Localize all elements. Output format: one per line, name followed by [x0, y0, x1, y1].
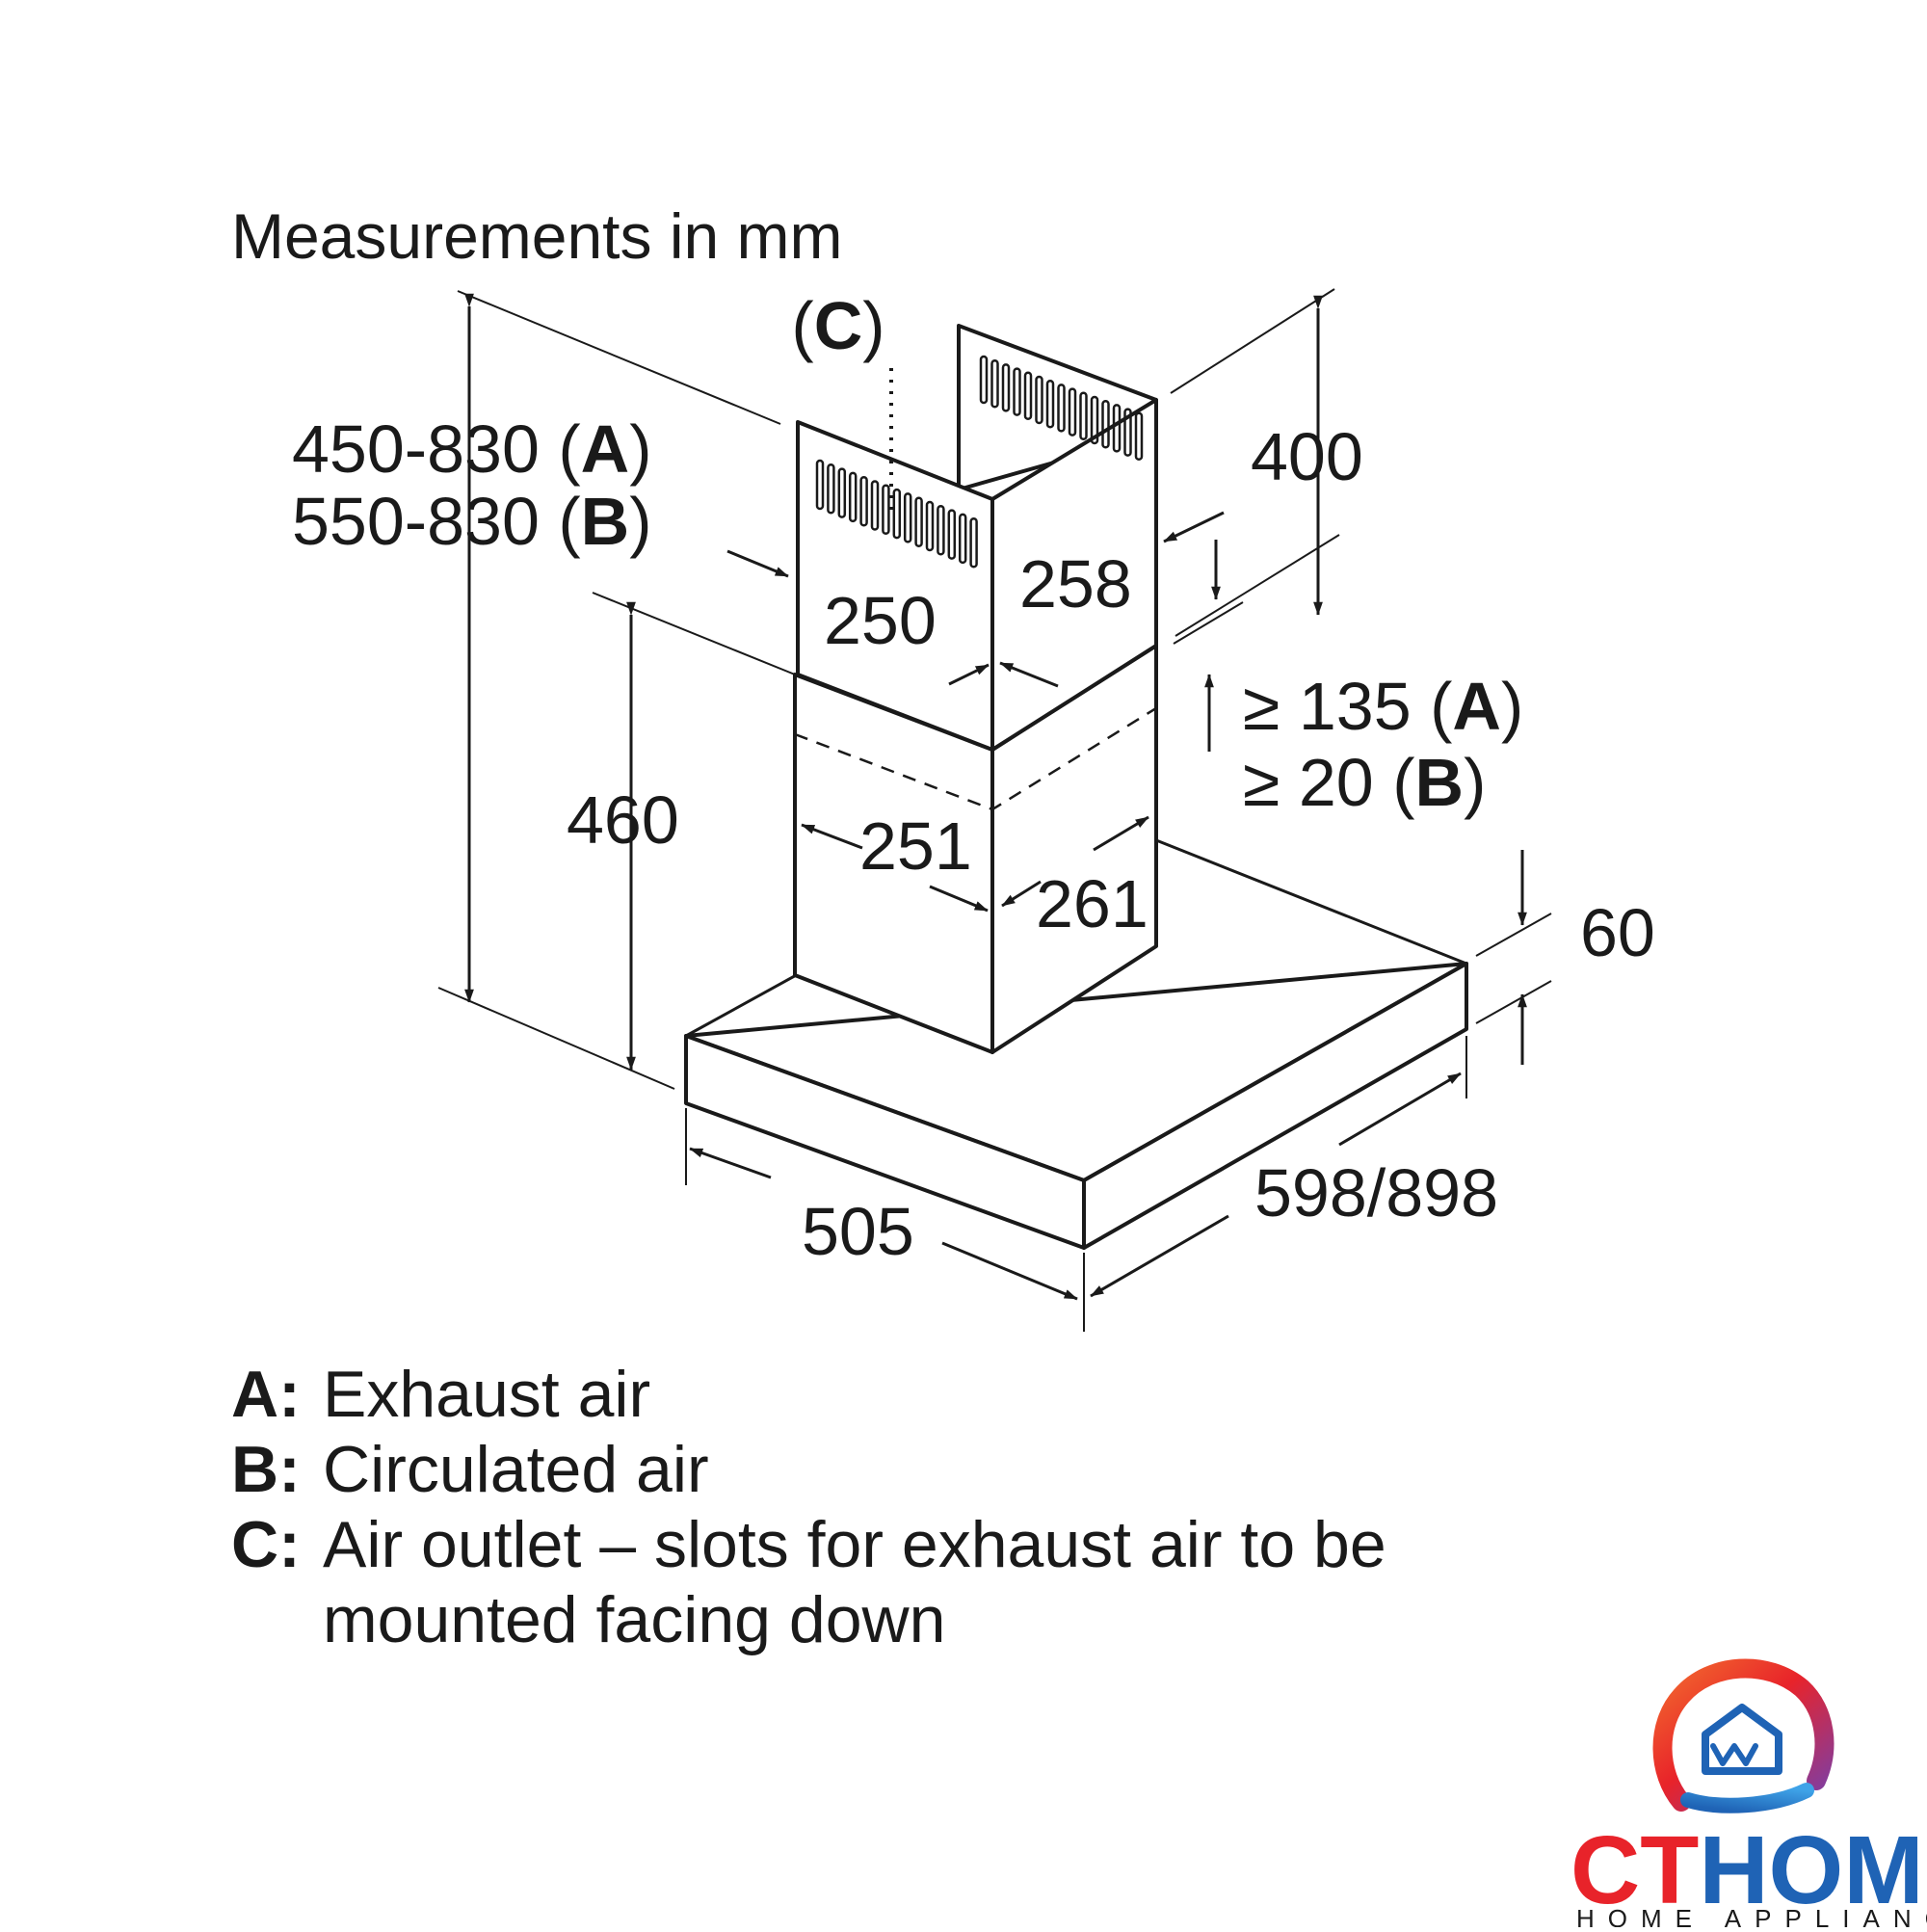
exhaust-slot: [947, 509, 957, 560]
measurements-title: Measurements in mm: [231, 200, 843, 272]
exhaust-slot: [1134, 411, 1144, 462]
ext-line-total-top: [457, 290, 781, 425]
exhaust-slot: [1001, 363, 1011, 412]
canopy-back-edge-right: [1155, 838, 1467, 966]
exhaust-slot: [815, 459, 825, 511]
ext-line-460-top: [592, 592, 796, 675]
exhaust-slots-back: [979, 355, 1144, 462]
ext-line-400-top: [1170, 288, 1335, 394]
exhaust-slot: [1112, 404, 1122, 453]
callout-c: (C): [791, 288, 893, 511]
exhaust-slot: [1057, 384, 1066, 433]
dimension-lines: [437, 288, 1552, 1332]
dim-arrow-250-right-a: [948, 663, 990, 686]
legend-text-b: Circulated air: [323, 1433, 709, 1506]
exhaust-slot: [990, 358, 999, 409]
legend-text-a: Exhaust air: [323, 1358, 650, 1431]
ext-line-60-bottom: [1475, 980, 1552, 1024]
dim-arrow-251-right: [929, 885, 989, 913]
dim-label-clearance-b: ≥ 20 (B): [1243, 745, 1486, 820]
exhaust-slot: [1101, 399, 1110, 449]
dim-arrow-261-bottom: [1001, 880, 1042, 908]
exhaust-slot: [827, 463, 835, 515]
dim-label-261: 261: [1036, 866, 1148, 941]
canopy-back-edge-left: [685, 971, 801, 1038]
legend-key-c: C:: [231, 1508, 301, 1581]
cthome-logo: CTHOME HOME APPLIANCES: [1571, 1658, 1927, 1932]
exhaust-slot: [837, 467, 847, 518]
legend-text-c: Air outlet – slots for exhaust air to be: [323, 1508, 1386, 1581]
dim-label-250: 250: [824, 583, 937, 658]
dim-label-total-height-a: 450-830 (A): [292, 411, 652, 487]
ext-line-400-bottom: [1175, 534, 1340, 637]
lower-chimney-hidden-line: [794, 706, 1157, 811]
dim-arrow-width-right: [1338, 1072, 1462, 1147]
dim-label-460: 460: [567, 782, 679, 858]
dim-label-clearance-a: ≥ 135 (A): [1243, 669, 1523, 744]
exhaust-slot: [1068, 387, 1077, 437]
dim-arrow-505-left: [689, 1147, 772, 1179]
logo-wordmark: CTHOME: [1571, 1816, 1927, 1924]
exhaust-slot: [848, 471, 858, 523]
ext-line-total-bottom: [437, 987, 675, 1090]
legend-key-a: A:: [231, 1358, 301, 1431]
exhaust-slot: [969, 516, 978, 569]
hood-canopy: [684, 838, 1468, 1250]
exhaust-slots-front: [815, 459, 978, 569]
dim-arrow-250-right-b: [999, 661, 1059, 688]
dim-arrow-251-left: [801, 823, 863, 850]
canopy-side-face: [1082, 962, 1468, 1250]
exhaust-slot: [914, 496, 923, 547]
dim-label-598-898: 598/898: [1254, 1155, 1498, 1231]
legend-text-c-cont: mounted facing down: [323, 1583, 945, 1656]
upper-chimney: [796, 324, 1158, 752]
dim-arrow-258-top: [1163, 511, 1225, 543]
ext-line-clearance: [1173, 601, 1244, 645]
ext-line-60-top: [1475, 913, 1552, 957]
callout-c-close: ): [862, 288, 884, 363]
dim-label-505: 505: [802, 1194, 914, 1269]
dim-label-400: 400: [1251, 419, 1363, 494]
exhaust-slot: [1045, 379, 1055, 429]
dim-label-258: 258: [1019, 546, 1132, 622]
exhaust-slot: [1013, 367, 1021, 416]
dim-label-251: 251: [859, 808, 972, 884]
legend: A: Exhaust air B: Circulated air C: Air …: [231, 1358, 1386, 1656]
exhaust-slot: [903, 492, 912, 543]
exhaust-slot: [882, 484, 890, 536]
exhaust-slot: [1035, 375, 1043, 425]
house-icon: [1652, 1658, 1835, 1813]
exhaust-slot: [892, 488, 902, 540]
dim-arrow-261-top: [1093, 815, 1149, 852]
exhaust-slot: [1023, 371, 1033, 421]
exhaust-slot: [859, 475, 868, 527]
exhaust-slot: [1123, 408, 1132, 457]
exhaust-slot: [937, 505, 945, 556]
exhaust-slot: [1079, 391, 1088, 441]
exhaust-slot: [979, 355, 989, 405]
callout-c-letter: C: [814, 288, 863, 363]
exhaust-slot: [958, 513, 967, 565]
exhaust-slot: [1090, 395, 1099, 445]
callout-c-open: (: [791, 288, 813, 363]
logo-subtitle: HOME APPLIANCES: [1576, 1904, 1927, 1927]
exhaust-slot: [925, 500, 935, 552]
svg-text:(C): (C): [791, 288, 884, 363]
dim-label-60: 60: [1580, 895, 1655, 970]
dim-arrow-250: [726, 549, 789, 578]
dim-arrow-width-left: [1090, 1214, 1229, 1298]
exhaust-slot: [870, 480, 880, 531]
dim-label-total-height-b: 550-830 (B): [292, 484, 652, 559]
legend-key-b: B:: [231, 1433, 301, 1506]
dim-arrow-505-right: [941, 1241, 1078, 1301]
